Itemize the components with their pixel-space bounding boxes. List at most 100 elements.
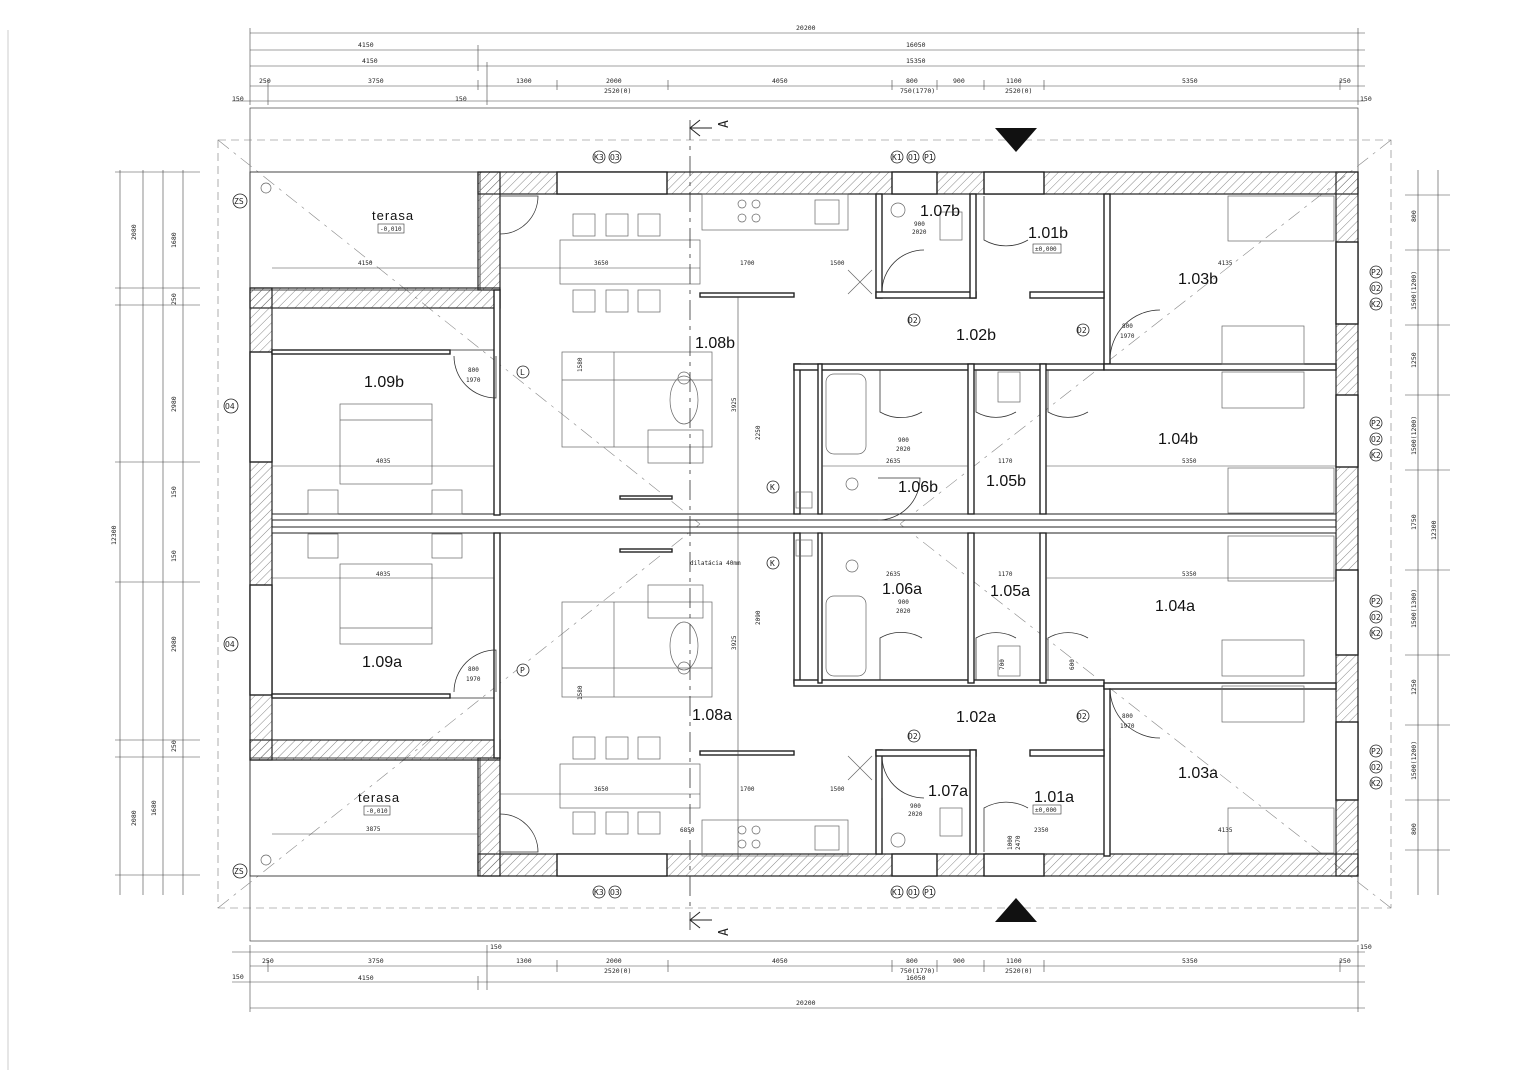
tag-o2-4: O2 (1371, 763, 1381, 772)
dim-top-1300: 1300 (516, 77, 532, 85)
tag-o2-2: O2 (1371, 435, 1381, 444)
stair-note: dilatácia 40mm (690, 560, 741, 567)
dim-bot-4150: 4150 (358, 974, 374, 982)
tag-k2-1: K2 (1371, 300, 1381, 309)
tag-o4-bottom: O4 (225, 640, 235, 649)
room-103a: 1.03a (1178, 765, 1218, 782)
dim-bot-sub-a: 2520(0) (604, 967, 631, 975)
inner-living-b-w: 3650 (594, 260, 609, 267)
door-900-wc-b: 900 (914, 221, 925, 228)
tag-d2-corr-a: D2 (908, 732, 918, 741)
dim-left-150a: 150 (170, 486, 178, 498)
room-105a: 1.05a (990, 583, 1030, 600)
doors (453, 195, 1161, 853)
tag-k3-bottom: K3 (594, 888, 604, 897)
dim-top-4050: 4050 (772, 77, 788, 85)
terrace-bottom-level: -0,010 (366, 808, 388, 815)
inner-2635-b: 2635 (886, 458, 901, 465)
door-2020-wc-a: 2020 (908, 811, 923, 818)
terrace-bottom (249, 757, 481, 877)
door-1970-room-a: 1970 (1120, 723, 1135, 730)
door-800-room-a: 800 (1122, 713, 1133, 720)
dim-top-250a: 250 (259, 77, 271, 85)
section-mark-bottom: A (717, 928, 732, 936)
dim-top-2000: 2000 (606, 77, 622, 85)
dim-top-5350: 5350 (1182, 77, 1198, 85)
room-107b: 1.07b (920, 203, 960, 220)
door-notes: 800 1970 800 1970 800 1970 800 1970 900 … (466, 221, 1135, 850)
inner-4135-a: 4135 (1218, 827, 1233, 834)
entrance-arrow-top-icon (995, 128, 1037, 152)
tag-p2-3: P2 (1371, 597, 1381, 606)
dim-top-total: 20200 (796, 24, 816, 32)
room-104a: 1.04a (1155, 598, 1195, 615)
inner-2635-a: 2635 (886, 571, 901, 578)
inner-6850: 6850 (680, 827, 695, 834)
tag-k2-4: K2 (1371, 779, 1381, 788)
inner-2250: 2250 (755, 425, 762, 440)
right-dimensions: 800 1500(1200) 1250 1500(1200) 1750 1500… (1405, 170, 1450, 895)
room-104b: 1.04b (1158, 431, 1198, 448)
tag-k3-top: K3 (594, 153, 604, 162)
dim-bot-3750: 3750 (368, 957, 384, 965)
room-108b: 1.08b (695, 335, 735, 352)
dim-top-800: 800 (906, 77, 918, 85)
door-2020-bath-b: 2020 (896, 446, 911, 453)
room-107a: 1.07a (928, 783, 968, 800)
room-105b: 1.05b (986, 473, 1026, 490)
dim-left-250b: 250 (170, 740, 178, 752)
dim-bot-2000: 2000 (606, 957, 622, 965)
section-mark-top: A (717, 120, 732, 128)
tag-k2-2: K2 (1371, 451, 1381, 460)
tag-k-b: K (770, 483, 775, 492)
dim-left-150b: 150 (170, 550, 178, 562)
room-102a: 1.02a (956, 709, 996, 726)
dim-top-3750: 3750 (368, 77, 384, 85)
inner-5350-a: 5350 (1182, 571, 1197, 578)
door-2020-wc-b: 2020 (912, 229, 927, 236)
dim-right-800a: 800 (1410, 210, 1418, 222)
tag-o1-top: O1 (908, 153, 918, 162)
dim-top-16050: 16050 (906, 41, 926, 49)
dim-left-2980b: 2980 (170, 636, 178, 652)
door-1000-entry-a: 1000 (1007, 835, 1014, 850)
inner-living-a-w: 3650 (594, 786, 609, 793)
terrace-labels: terasa -0,010 terasa -0,010 ±0,000 ±0,00… (358, 208, 1062, 816)
terrace-top-level: -0,010 (380, 226, 402, 233)
tag-k1-bottom: K1 (892, 888, 902, 897)
room-109b: 1.09b (364, 374, 404, 391)
dim-left-2080b: 2080 (130, 810, 138, 826)
terrace-bottom-label: terasa (358, 790, 400, 805)
dim-right-1250b: 1250 (1410, 679, 1418, 695)
door-600-a: 600 (1069, 659, 1076, 670)
inner-4135-b: 4135 (1218, 260, 1233, 267)
dim-right-800b: 800 (1410, 823, 1418, 835)
inner-1170-a: 1170 (998, 571, 1013, 578)
inner-4035-a: 4035 (376, 571, 391, 578)
dim-top-sub-b: 750(1770) (900, 87, 935, 95)
tag-l-b: L (520, 368, 525, 377)
section-marks: A A (689, 119, 1037, 936)
inner-terrace-a-w: 3875 (366, 826, 381, 833)
door-2020-bath-a: 2020 (896, 608, 911, 615)
inner-k1700-a: 1700 (740, 786, 755, 793)
door-700-a: 700 (999, 659, 1006, 670)
dim-bot-16050: 16050 (906, 974, 926, 982)
tag-d2-a: D2 (1077, 712, 1087, 721)
door-800-room-b: 800 (1122, 323, 1133, 330)
entrance-arrow-bottom-icon (995, 898, 1037, 922)
door-2470-entry-a: 2470 (1015, 835, 1022, 850)
entry-level-a: ±0,000 (1035, 807, 1057, 814)
door-1970-room-b: 1970 (1120, 333, 1135, 340)
inner-2350: 2350 (1034, 827, 1049, 834)
room-labels: 1.08b 1.09b 1.07b 1.01b 1.03b 1.02b 1.04… (362, 203, 1218, 806)
tag-p2-4: P2 (1371, 747, 1381, 756)
dim-top-1100: 1100 (1006, 77, 1022, 85)
inner-1170-b: 1170 (998, 458, 1013, 465)
door-1970-bed-b: 1970 (466, 377, 481, 384)
door-900-wc-a: 900 (910, 803, 921, 810)
tag-o3-bottom: O3 (610, 888, 620, 897)
tag-d2-corr-b: D2 (908, 316, 918, 325)
dim-bot-edge-c: 150 (232, 973, 244, 981)
